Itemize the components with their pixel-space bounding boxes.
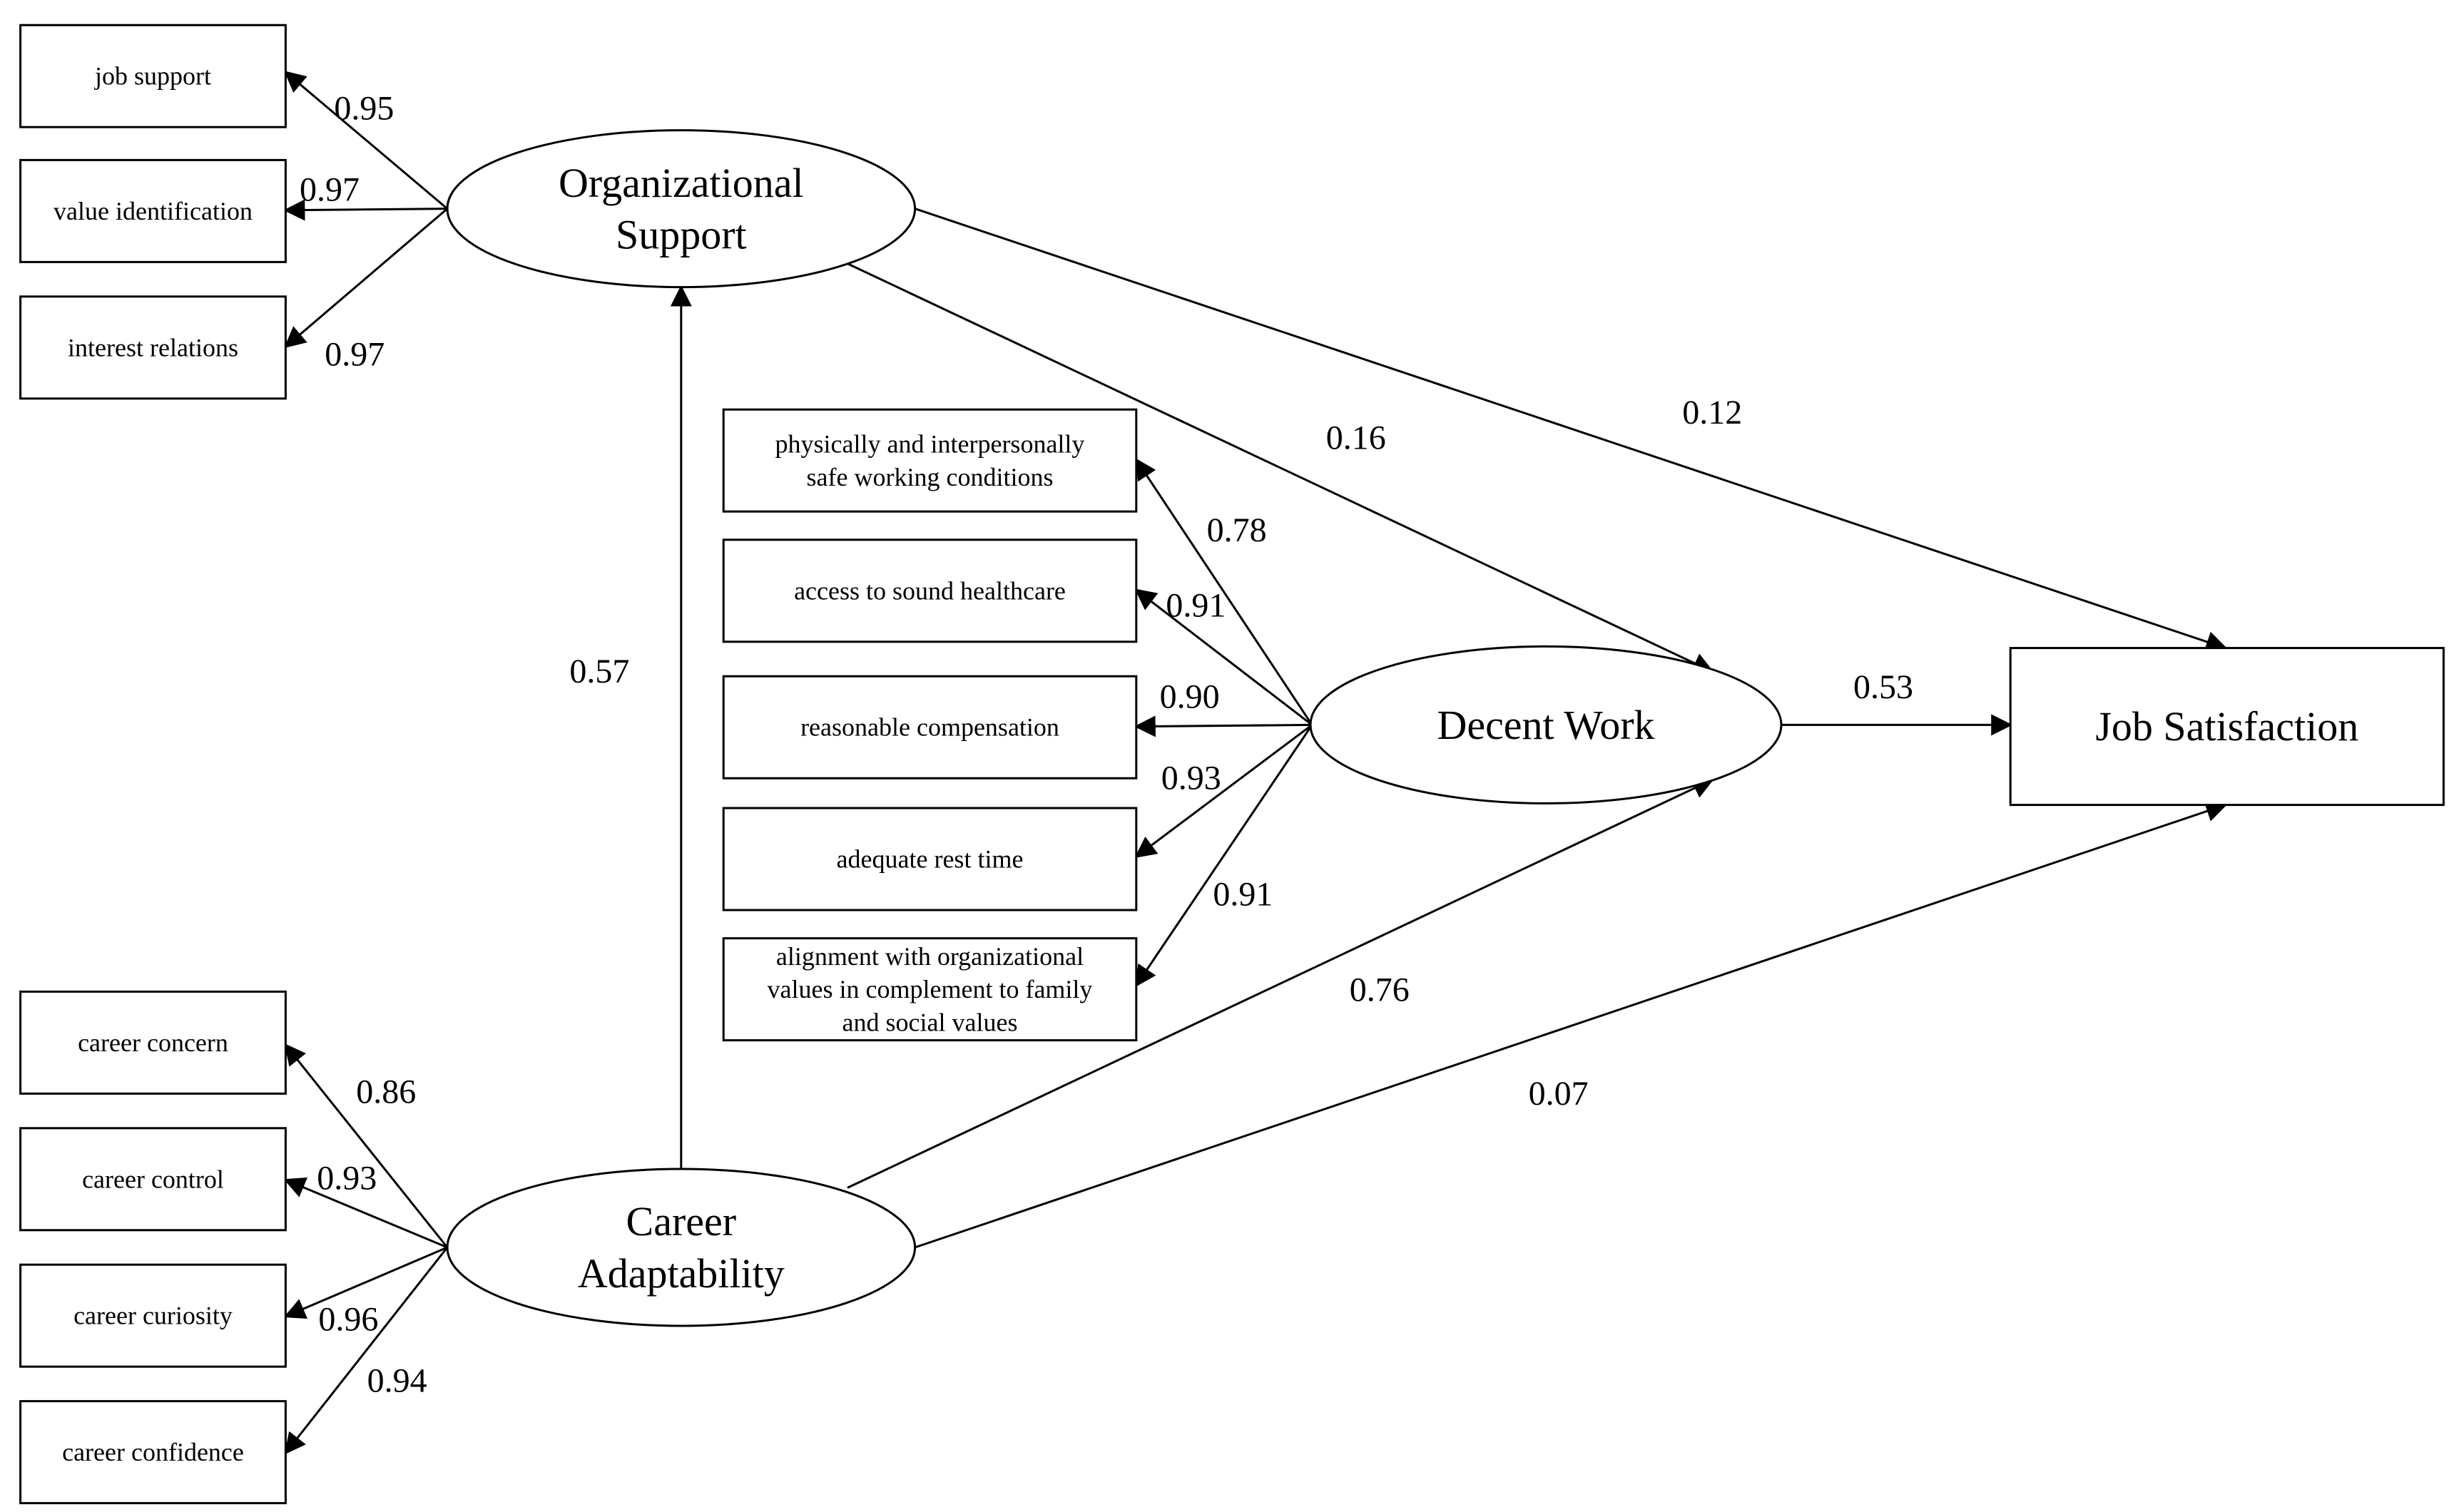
coefficient-os3: 0.97 [325, 336, 385, 374]
indicator-career-curiosity-shape [19, 1263, 287, 1368]
indicator-safe-working-conditions-label-line-2: safe working conditions [807, 463, 1054, 491]
path-dw-to-compensation [1134, 715, 1313, 737]
latent-organizational-support-label-line-1: Organizational [559, 160, 804, 206]
indicator-value-alignment-label-line-1: alignment with organizational [776, 942, 1084, 971]
path-ca-to-career-control [283, 1177, 448, 1249]
coefficient-os1: 0.95 [334, 89, 394, 127]
indicator-career-confidence: career confidence [19, 1400, 287, 1505]
indicator-access-to-healthcare-label-line-1: access to sound healthcare [794, 576, 1066, 605]
indicator-safe-working-conditions-label-line-1: physically and interpersonally [775, 430, 1085, 459]
coefficient-ca-dw: 0.76 [1350, 971, 1410, 1009]
indicator-access-to-healthcare: access to sound healthcare [722, 538, 1138, 643]
coefficient-ca4: 0.94 [367, 1362, 427, 1400]
indicator-safe-working-conditions: physically and interpersonally safe worki… [722, 408, 1138, 513]
indicator-interest-relations: interest relations [19, 295, 287, 400]
path-dw-to-healthcare [1134, 588, 1313, 726]
indicator-value-alignment-shape [722, 937, 1138, 1042]
indicator-adequate-rest-time: adequate rest time [722, 807, 1138, 911]
indicator-value-alignment-label-line-2: values in complement to family [768, 975, 1093, 1003]
indicator-career-curiosity: career curiosity [19, 1263, 287, 1368]
latent-decent-work-shape [1309, 645, 1783, 804]
indicator-career-confidence-label-line-1: career confidence [62, 1438, 244, 1466]
indicator-safe-working-conditions-shape [722, 408, 1138, 513]
path-os-to-job-support [284, 71, 448, 210]
coefficient-dw2: 0.91 [1166, 587, 1226, 625]
path-ca-to-career-confidence [284, 1247, 449, 1455]
indicator-reasonable-compensation-shape [722, 675, 1138, 780]
indicator-adequate-rest-time-label-line-1: adequate rest time [837, 845, 1024, 874]
coefficient-os-js: 0.12 [1682, 394, 1742, 431]
coefficient-os2: 0.97 [300, 171, 360, 209]
path-ca-to-js [915, 801, 2228, 1249]
outcome-job-satisfaction-label-line-1: Job Satisfaction [2095, 703, 2358, 750]
latent-career-adaptability-label-line-1: Career [626, 1198, 737, 1245]
path-ca-to-dw [847, 778, 1714, 1189]
indicator-value-alignment-label-line-3: and social values [842, 1008, 1018, 1036]
indicator-career-concern-shape [19, 990, 287, 1095]
coefficient-os-ca: 0.57 [569, 653, 629, 690]
indicator-career-curiosity-label-line-1: career curiosity [73, 1302, 233, 1330]
path-dw-to-rest-time [1134, 724, 1313, 858]
latent-decent-work: Decent Work [1309, 645, 1783, 804]
indicator-job-support-label-line-1: job support [93, 62, 211, 91]
indicator-interest-relations-shape [19, 295, 287, 400]
latent-organizational-support-shape [446, 129, 917, 289]
coefficient-dw5: 0.91 [1213, 876, 1273, 914]
indicator-access-to-healthcare-shape [722, 538, 1138, 643]
indicator-reasonable-compensation-label-line-1: reasonable compensation [800, 713, 1059, 742]
indicator-career-control: career control [19, 1127, 287, 1232]
indicator-job-support-shape [19, 24, 287, 128]
coefficient-ca-js: 0.07 [1529, 1075, 1589, 1113]
path-ca-to-career-concern [284, 1043, 449, 1248]
path-dw-to-value-alignment [1135, 724, 1313, 988]
latent-decent-work-label-line-1: Decent Work [1437, 702, 1654, 748]
path-ca-to-career-curiosity [283, 1246, 448, 1319]
indicator-interest-relations-label-line-1: interest relations [68, 333, 238, 362]
indicator-adequate-rest-time-shape [722, 807, 1138, 911]
coefficient-dw-js: 0.53 [1853, 668, 1913, 706]
indicator-career-control-label-line-1: career control [82, 1165, 224, 1193]
path-os-to-value-identification [283, 199, 448, 221]
coefficient-ca1: 0.86 [356, 1073, 416, 1111]
indicator-value-alignment: alignment with organizational values in c… [722, 937, 1138, 1042]
indicator-value-identification-shape [19, 158, 287, 263]
outcome-job-satisfaction: Job Satisfaction [2009, 647, 2445, 807]
outcome-job-satisfaction-shape [2009, 647, 2445, 807]
path-dw-to-safe-working-conditions [1135, 458, 1313, 726]
indicator-reasonable-compensation: reasonable compensation [722, 675, 1138, 780]
latent-career-adaptability-shape [446, 1168, 917, 1327]
coefficient-ca2: 0.93 [317, 1160, 377, 1197]
indicator-career-concern: career concern [19, 990, 287, 1095]
path-os-to-dw [847, 262, 1714, 673]
latent-organizational-support-label-line-2: Support [616, 211, 747, 257]
indicator-career-confidence-shape [19, 1400, 287, 1505]
latent-career-adaptability-label-line-2: Adaptability [578, 1250, 785, 1297]
coefficient-dw3: 0.90 [1160, 678, 1220, 715]
coefficient-dw4: 0.93 [1161, 760, 1221, 797]
indicator-career-control-shape [19, 1127, 287, 1232]
indicator-career-concern-label-line-1: career concern [78, 1028, 228, 1057]
path-os-to-interest-relations [284, 208, 448, 349]
path-os-to-js [915, 208, 2228, 653]
coefficient-os-dw: 0.16 [1326, 419, 1386, 456]
indicator-job-support: job support [19, 24, 287, 128]
coefficient-dw1: 0.78 [1207, 511, 1267, 549]
indicator-value-identification: value identification [19, 158, 287, 263]
indicator-value-identification-label-line-1: value identification [54, 197, 253, 225]
coefficient-ca3: 0.96 [318, 1301, 378, 1339]
